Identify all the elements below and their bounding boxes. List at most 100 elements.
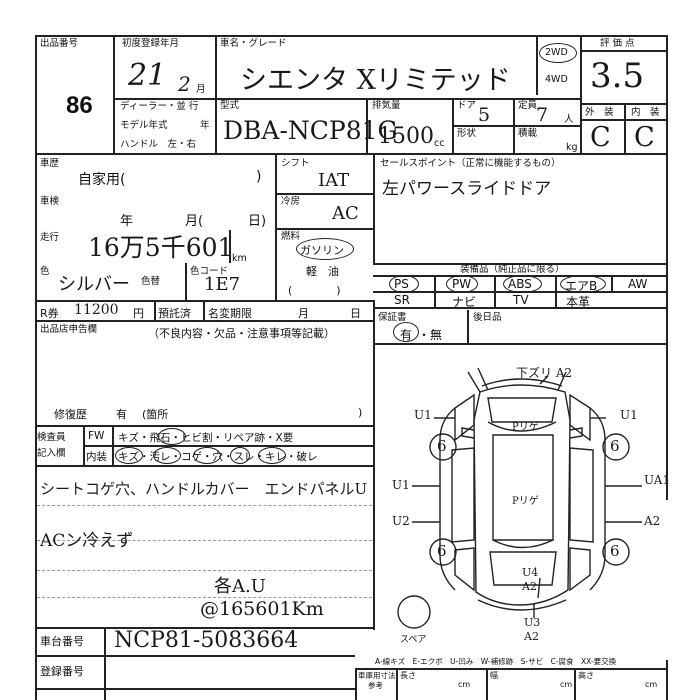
capacity-label: 定員 xyxy=(518,100,538,111)
exterior-score: C xyxy=(590,122,611,153)
type-value: DBA-NCP81G xyxy=(223,116,398,145)
damage-right-low: A2 xyxy=(644,514,661,528)
warranty-circle xyxy=(393,322,419,342)
note-line-2: ACン冷えず xyxy=(40,531,134,551)
repair-close: ) xyxy=(358,406,363,419)
width-label: 幅 xyxy=(490,671,498,680)
int-stain-circle xyxy=(153,447,181,464)
displacement-label: 排気量 xyxy=(372,100,401,111)
kg-unit: kg xyxy=(566,142,578,153)
damage-left-top: U1 xyxy=(414,408,432,422)
transfer-month: 月 xyxy=(298,307,309,320)
color-label: 色 xyxy=(40,266,50,277)
model-year-label: モデル年式 xyxy=(120,120,168,131)
equip-ps-circle xyxy=(389,275,419,293)
sales-point-value: 左パワースライドドア xyxy=(382,179,552,199)
score-value: 3.5 xyxy=(590,56,645,96)
year-unit: 年 xyxy=(200,120,210,131)
inspector-label-1: 検査員 xyxy=(37,432,66,443)
int-scuff-circle xyxy=(258,447,286,464)
displacement-value: 1500 xyxy=(378,124,434,149)
note-line-3: 各A.U xyxy=(214,576,266,597)
equip-pw-circle xyxy=(446,275,478,293)
score-label: 評 価 点 xyxy=(600,38,635,49)
damage-right-top: U1 xyxy=(620,408,638,422)
interior-insp-label: 内装 xyxy=(86,451,107,463)
fuel-diesel: 軽 油 xyxy=(306,265,339,278)
first-reg-year: 21 xyxy=(128,58,167,93)
car-name-label: 車名・グレード xyxy=(220,38,287,49)
handle-label: ハンドル 左・右 xyxy=(120,139,197,150)
shift-value: IAT xyxy=(318,170,350,191)
lot-number: 86 xyxy=(66,92,93,119)
equip-sr: SR xyxy=(394,293,410,307)
color-code-label: 色コード xyxy=(190,266,229,277)
chassis-label: 車台番号 xyxy=(40,635,84,648)
damage-rear-3: U3 xyxy=(524,616,541,629)
damage-right-mid: UA1 xyxy=(644,473,671,487)
fuel-paren: ( ) xyxy=(288,284,341,297)
damage-left-mid: U1 xyxy=(392,478,410,492)
interior-score: C xyxy=(634,122,655,153)
cc-unit: cc xyxy=(434,138,445,149)
recycle-divider xyxy=(154,300,156,320)
height-label: 高さ xyxy=(578,671,594,680)
chassis-value: NCP81-5083664 xyxy=(114,628,299,653)
person-unit: 人 xyxy=(564,114,574,125)
legend-divider-2 xyxy=(574,668,576,700)
width-cm: cm xyxy=(560,680,573,689)
tire-rear-left: 6 xyxy=(437,542,447,560)
length-label: 長さ xyxy=(400,671,416,680)
hood-note: Pリゲ xyxy=(512,422,539,433)
ref-label: 参考 xyxy=(368,681,383,690)
inspector-label-2: 記入欄 xyxy=(37,448,66,459)
warranty-label: 保証書 xyxy=(378,312,407,323)
fw-items: キズ・飛石・ヒビ割・リペア跡・X要 xyxy=(118,432,294,444)
drive-circle xyxy=(539,43,577,63)
inspection-day: 日) xyxy=(248,214,267,229)
shape-label: 形状 xyxy=(457,128,477,139)
inspection-year: 年 xyxy=(120,214,134,229)
drive-4wd: 4WD xyxy=(545,74,568,85)
inspection-month: 月( xyxy=(185,214,204,229)
dealer-label: ディーラー・並 行 xyxy=(120,101,199,112)
equip-abs-circle xyxy=(503,275,542,293)
note-line-1: シートコゲ穴、ハンドルカバー エンドパネルU xyxy=(40,480,368,498)
tire-front-right: 6 xyxy=(610,437,620,455)
legend-divider-1 xyxy=(486,668,488,700)
damage-top: 下ズリ A2 xyxy=(516,366,573,380)
int-burn-circle xyxy=(193,447,221,464)
recycle-amount: 11200 xyxy=(74,302,119,318)
equip-leather: 本革 xyxy=(566,295,591,309)
height-cm: cm xyxy=(645,680,658,689)
equip-airbag-circle xyxy=(560,275,606,293)
inspection-label: 車検 xyxy=(40,196,60,207)
first-reg-label: 初度登録年月 xyxy=(122,38,180,49)
history-label: 車歴 xyxy=(40,158,60,169)
ac-label: 冷房 xyxy=(281,196,301,207)
int-hole-circle xyxy=(230,447,250,464)
warranty-no: ・無 xyxy=(418,328,443,342)
tire-front-left: 6 xyxy=(437,437,447,455)
capacity-value: 7 xyxy=(536,104,549,126)
interior-label: 内 装 xyxy=(631,107,660,118)
exterior-label: 外 装 xyxy=(585,107,614,118)
recycle-divider-2 xyxy=(203,300,205,320)
km-unit: km xyxy=(232,253,247,264)
int-scratch-circle xyxy=(115,447,143,464)
car-name: シエンタ Xリミテッド xyxy=(240,65,511,96)
type-label: 型式 xyxy=(220,100,240,111)
after-label: 後日品 xyxy=(473,312,502,323)
mileage-value: 16万5千601 xyxy=(88,233,234,262)
size-label: 車庫用寸法 xyxy=(358,671,396,680)
color-change-label: 色替 xyxy=(141,276,161,287)
repair-value: 有 xyxy=(116,408,127,421)
shift-label: シフト xyxy=(281,158,310,169)
color-code-value: 1E7 xyxy=(204,274,241,295)
repair-label: 修復歴 xyxy=(54,408,87,421)
damage-rear-2: A2 xyxy=(522,580,537,593)
mileage-label: 走行 xyxy=(40,232,60,243)
color-value: シルバー xyxy=(58,274,130,295)
